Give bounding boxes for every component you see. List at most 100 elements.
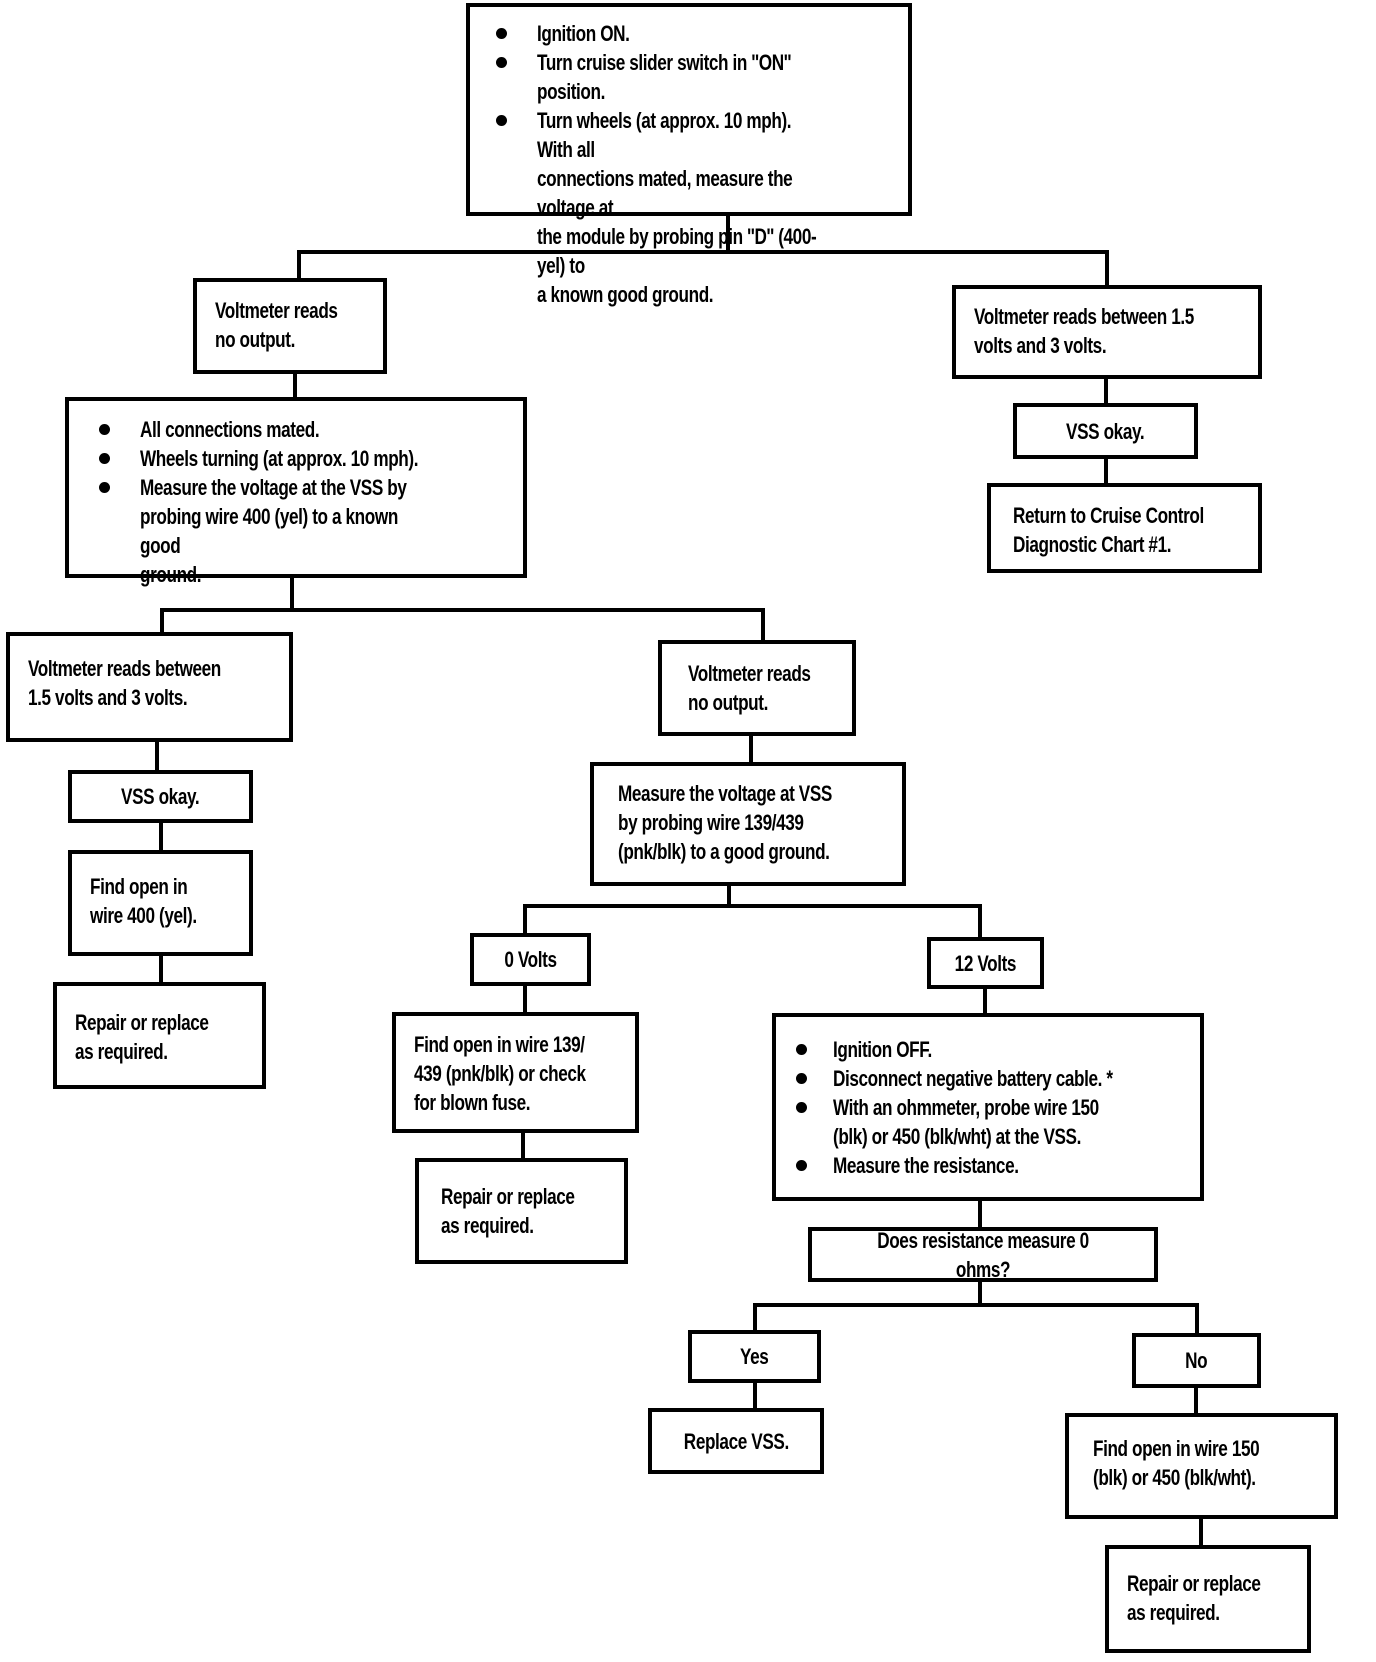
list-item: Turn wheels (at approx. 10 mph). With al… (496, 106, 902, 309)
node-text: Find open in wire 150 (blk) or 450 (blk/… (1093, 1436, 1260, 1490)
connector-to-yes (753, 1303, 757, 1330)
node-text: Measure the resistance. (833, 1153, 1019, 1178)
node-find-open-wire-400: Find open in wire 400 (yel). (68, 850, 253, 956)
bullet-icon (796, 1160, 807, 1171)
connector-mid-3 (523, 986, 527, 1012)
node-12-volts: 12 Volts (927, 937, 1044, 989)
node-text: Voltmeter reads no output. (688, 661, 811, 715)
connector-ohm-down (978, 1201, 982, 1227)
connector-question-down (978, 1282, 982, 1307)
node-vss-okay-left: VSS okay. (68, 770, 253, 823)
list-item: All connections mated. (99, 415, 517, 444)
node-text: Repair or replace as required. (75, 1010, 209, 1064)
connector-left-4 (159, 823, 163, 850)
node-text: Voltmeter reads between 1.5 volts and 3 … (28, 656, 221, 710)
node-return-to-chart-1: Return to Cruise Control Diagnostic Char… (987, 483, 1262, 573)
node-text: Replace VSS. (683, 1428, 789, 1454)
node-text: VSS okay. (1066, 418, 1145, 444)
connector-left-5 (159, 956, 163, 982)
connector-left-1 (293, 374, 297, 397)
node-resistance-question: Does resistance measure 0 ohms? (808, 1227, 1158, 1282)
node-text: Does resistance measure 0 ohms? (877, 1227, 1089, 1282)
node-measure-vss-139-439: Measure the voltage at VSS by probing wi… (590, 762, 906, 886)
bullet-icon (796, 1044, 807, 1055)
bullet-icon (496, 57, 507, 68)
node-text: Repair or replace as required. (441, 1184, 575, 1238)
node-voltmeter-no-output-mid: Voltmeter reads no output. (658, 640, 856, 736)
connector-to-mid-col (761, 608, 765, 640)
node-text: Return to Cruise Control Diagnostic Char… (1013, 503, 1204, 557)
connector-to-left-col (160, 608, 164, 635)
connector-split-1 (297, 250, 1109, 254)
node-text: VSS okay. (121, 784, 200, 809)
connector-to-no (1195, 1303, 1199, 1333)
node-voltmeter-reads-1-5-to-3-left: Voltmeter reads between 1.5 volts and 3 … (6, 632, 293, 742)
node-voltmeter-no-output-left: Voltmeter reads no output. (193, 278, 387, 374)
connector-split-4 (753, 1303, 1199, 1307)
list-item: Turn cruise slider switch in ''ON'' posi… (496, 48, 902, 106)
node-text: 12 Volts (954, 950, 1017, 976)
node-text: Turn cruise slider switch in ''ON'' posi… (537, 50, 792, 104)
connector-to-0-volts (523, 904, 527, 933)
connector-left-2 (290, 578, 294, 611)
node-text: Find open in wire 139/ 439 (pnk/blk) or … (414, 1032, 586, 1115)
connector-to-right-branch (1105, 250, 1109, 285)
node-text: Ignition OFF. (833, 1037, 932, 1062)
connector-mid-1 (749, 736, 753, 762)
node-text: All connections mated. (140, 417, 320, 442)
node-text: Measure the voltage at the VSS by probin… (140, 475, 407, 587)
connector-no-down (1194, 1388, 1198, 1413)
bullet-icon (796, 1102, 807, 1113)
node-text: No (1185, 1348, 1208, 1373)
node-no: No (1132, 1333, 1261, 1388)
bullet-icon (99, 482, 110, 493)
connector-to-12-volts (978, 904, 982, 937)
connector-12v-down (983, 989, 987, 1013)
list-item: With an ohmmeter, probe wire 150 (blk) o… (796, 1093, 1194, 1151)
node-text: Disconnect negative battery cable. * (833, 1066, 1113, 1091)
connector-left-3 (155, 742, 159, 770)
bullet-icon (99, 453, 110, 464)
connector-split-3 (523, 904, 982, 908)
list-item: Measure the resistance. (796, 1151, 1194, 1180)
node-voltmeter-reads-1-5-to-3-right: Voltmeter reads between 1.5 volts and 3 … (952, 285, 1262, 379)
node-0-volts: 0 Volts (470, 933, 591, 986)
connector-split-2 (160, 608, 765, 612)
connector-yes-down (753, 1383, 757, 1408)
list-item: Measure the voltage at the VSS by probin… (99, 473, 517, 589)
bullet-icon (99, 424, 110, 435)
node-text: Ignition ON. (537, 21, 630, 46)
node-vss-voltage-check: All connections mated. Wheels turning (a… (65, 397, 527, 587)
node-find-open-wire-150: Find open in wire 150 (blk) or 450 (blk/… (1065, 1413, 1338, 1519)
bullet-icon (496, 28, 507, 39)
node-repair-or-replace-right: Repair or replace as required. (1105, 1545, 1311, 1653)
node-repair-or-replace-left: Repair or replace as required. (53, 982, 266, 1089)
node-text: Repair or replace as required. (1127, 1571, 1261, 1625)
connector-find150-down (1199, 1519, 1203, 1545)
node-text: 0 Volts (504, 947, 557, 972)
node-text: Wheels turning (at approx. 10 mph). (140, 446, 419, 471)
node-text: Voltmeter reads between 1.5 volts and 3 … (974, 304, 1194, 358)
node-replace-vss: Replace VSS. (648, 1408, 824, 1474)
connector-mid-4 (521, 1133, 525, 1158)
node-find-open-wire-139-439: Find open in wire 139/ 439 (pnk/blk) or … (392, 1012, 639, 1133)
node-repair-or-replace-mid: Repair or replace as required. (415, 1158, 628, 1264)
bullet-icon (496, 115, 507, 126)
node-text: With an ohmmeter, probe wire 150 (blk) o… (833, 1095, 1099, 1149)
list-item: Disconnect negative battery cable. * (796, 1064, 1194, 1093)
node-text: Turn wheels (at approx. 10 mph). With al… (537, 108, 817, 307)
node-text: Find open in wire 400 (yel). (90, 874, 197, 928)
connector-right-2 (1104, 459, 1108, 483)
connector-right-1 (1104, 379, 1108, 403)
connector-start-down (726, 216, 730, 254)
connector-mid-2 (727, 886, 731, 908)
node-yes: Yes (688, 1330, 821, 1383)
list-item: Ignition OFF. (796, 1035, 1194, 1064)
node-ohmmeter-check: Ignition OFF. Disconnect negative batter… (772, 1013, 1204, 1201)
node-vss-okay-right: VSS okay. (1013, 403, 1198, 459)
node-start: Ignition ON. Turn cruise slider switch i… (466, 3, 912, 307)
node-text: Voltmeter reads no output. (215, 298, 338, 352)
node-text: Yes (740, 1344, 769, 1369)
list-item: Wheels turning (at approx. 10 mph). (99, 444, 517, 473)
